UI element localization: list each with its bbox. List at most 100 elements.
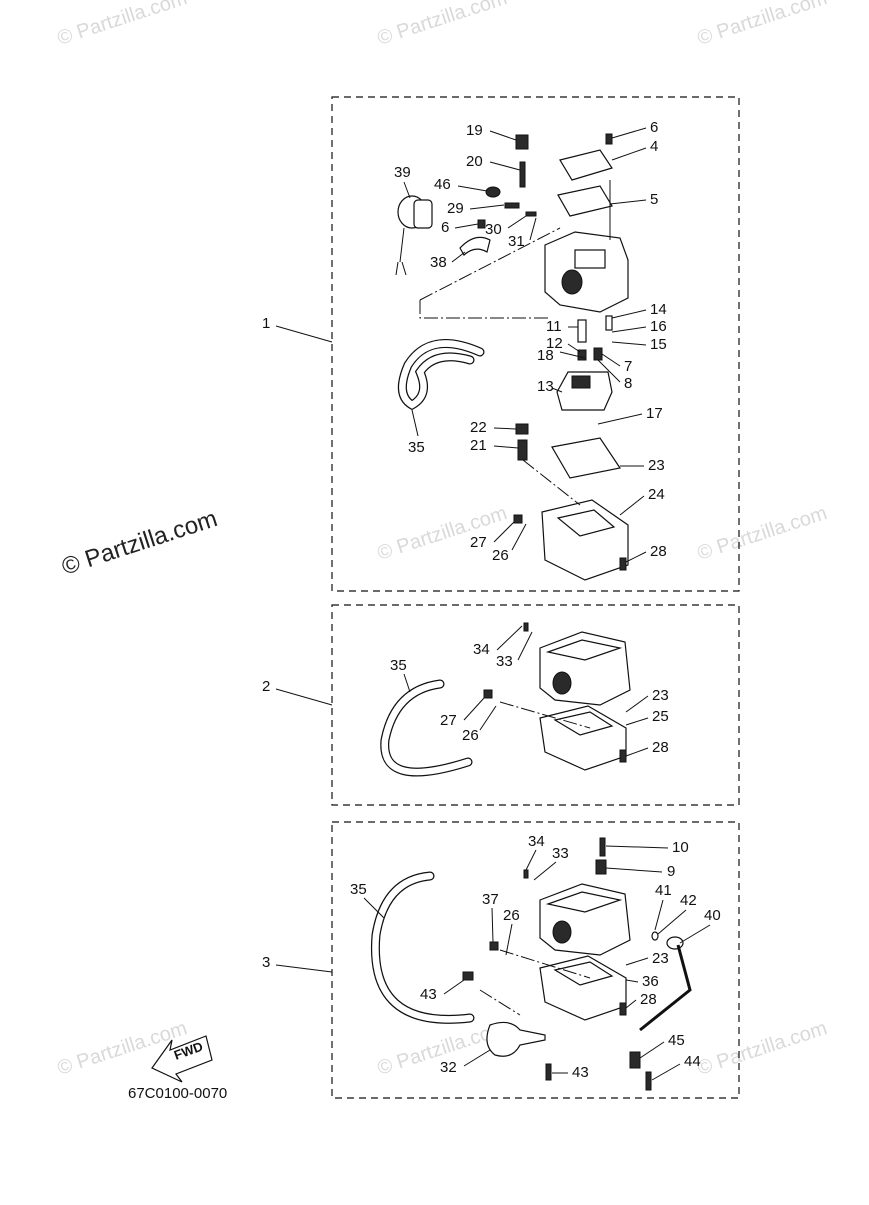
fwd-arrow: FWD bbox=[151, 1035, 213, 1083]
callout-36: 36 bbox=[642, 973, 659, 990]
callout-22: 22 bbox=[470, 419, 487, 436]
callout-35: 35 bbox=[390, 657, 407, 674]
cover-plate bbox=[559, 149, 613, 181]
gasket-23 bbox=[551, 437, 621, 479]
callout-29: 29 bbox=[447, 200, 464, 217]
group-2-label: 2 bbox=[262, 678, 270, 695]
callout-28: 28 bbox=[652, 739, 669, 756]
callout-28: 28 bbox=[650, 543, 667, 560]
screw-6 bbox=[477, 219, 486, 229]
callout-43b: 43 bbox=[572, 1064, 589, 1081]
screw-10 bbox=[599, 837, 606, 857]
callout-25: 25 bbox=[652, 708, 669, 725]
callout-41: 41 bbox=[655, 882, 672, 899]
callout-30: 30 bbox=[485, 221, 502, 238]
screw-27 bbox=[483, 689, 493, 699]
callout-40: 40 bbox=[704, 907, 721, 924]
jet-12 bbox=[577, 349, 587, 361]
callout-27: 27 bbox=[440, 712, 457, 729]
callout-19: 19 bbox=[466, 122, 483, 139]
pin-20 bbox=[519, 161, 526, 188]
callout-6: 6 bbox=[650, 119, 658, 136]
screw-27 bbox=[513, 514, 523, 524]
callout-12: 12 bbox=[546, 335, 563, 352]
watermark-text: © Partzilla.com bbox=[695, 0, 830, 50]
callout-21: 21 bbox=[470, 437, 487, 454]
callout-26: 26 bbox=[462, 727, 479, 744]
group-3-callouts: 34 10 33 9 35 41 37 26 42 40 23 36 43 28… bbox=[350, 833, 721, 1081]
needle-11 bbox=[577, 319, 587, 343]
callout-13: 13 bbox=[537, 378, 554, 395]
group-3-label: 3 bbox=[262, 954, 270, 971]
callout-17: 17 bbox=[646, 405, 663, 422]
plug-19 bbox=[515, 134, 529, 150]
callout-44: 44 bbox=[684, 1053, 701, 1070]
group-1-box bbox=[331, 96, 740, 592]
callout-15: 15 bbox=[650, 336, 667, 353]
screw-37 bbox=[489, 941, 499, 951]
washer-42 bbox=[651, 931, 659, 941]
callout-35: 35 bbox=[408, 439, 425, 456]
watermark-text: © Partzilla.com bbox=[375, 0, 510, 50]
jet-14 bbox=[605, 315, 613, 331]
screw-44 bbox=[645, 1071, 652, 1091]
screw-29 bbox=[504, 202, 520, 209]
callout-8: 8 bbox=[624, 375, 632, 392]
carburetor-body bbox=[544, 231, 629, 313]
screw-28 bbox=[619, 557, 627, 571]
callout-28: 28 bbox=[640, 991, 657, 1008]
group-1-parts bbox=[395, 133, 629, 581]
callout-7: 7 bbox=[624, 358, 632, 375]
callout-37: 37 bbox=[482, 891, 499, 908]
watermark-text: © Partzilla.com bbox=[375, 502, 510, 565]
callout-6b: 6 bbox=[441, 219, 449, 236]
callout-33: 33 bbox=[552, 845, 569, 862]
group-2-parts bbox=[380, 622, 631, 777]
group-2-box bbox=[331, 604, 740, 806]
callout-34: 34 bbox=[528, 833, 545, 850]
screw-28 bbox=[619, 749, 627, 763]
callout-26: 26 bbox=[503, 907, 520, 924]
callout-46: 46 bbox=[434, 176, 451, 193]
watermark-large-text: © Partzilla.com bbox=[59, 505, 221, 581]
callout-24: 24 bbox=[648, 486, 665, 503]
callout-16: 16 bbox=[650, 318, 667, 335]
watermark-text: © Partzilla.com bbox=[695, 1017, 830, 1080]
callout-45: 45 bbox=[668, 1032, 685, 1049]
callout-5: 5 bbox=[650, 191, 658, 208]
diaphragm-plate bbox=[557, 185, 613, 217]
callout-42: 42 bbox=[680, 892, 697, 909]
watermark-text: © Partzilla.com bbox=[695, 502, 830, 565]
callout-23: 23 bbox=[648, 457, 665, 474]
plate-32 bbox=[486, 1021, 546, 1057]
callout-18: 18 bbox=[537, 347, 554, 364]
callout-10: 10 bbox=[672, 839, 689, 856]
spring-21 bbox=[517, 439, 528, 461]
callout-39: 39 bbox=[394, 164, 411, 181]
callout-27: 27 bbox=[470, 534, 487, 551]
watermark-text: © Partzilla.com bbox=[55, 0, 190, 50]
group-2-callouts: 35 34 33 23 27 25 26 28 bbox=[390, 625, 669, 757]
callout-33: 33 bbox=[496, 653, 513, 670]
plug-22 bbox=[515, 423, 529, 435]
group-1-label: 1 bbox=[262, 315, 270, 332]
callout-23: 23 bbox=[652, 687, 669, 704]
callout-20: 20 bbox=[466, 153, 483, 170]
callout-43: 43 bbox=[420, 986, 437, 1003]
spring-30 bbox=[525, 211, 537, 217]
callout-35: 35 bbox=[350, 881, 367, 898]
screw-43b bbox=[545, 1063, 552, 1081]
callout-26: 26 bbox=[492, 547, 509, 564]
screw-43 bbox=[462, 971, 474, 981]
callout-11: 11 bbox=[546, 318, 562, 335]
callout-32: 32 bbox=[440, 1059, 457, 1076]
callout-38: 38 bbox=[430, 254, 447, 271]
group-1-callouts: 19 6 4 20 39 46 5 29 6 30 31 38 14 11 16… bbox=[394, 119, 667, 564]
callout-31: 31 bbox=[508, 233, 525, 250]
clip-38 bbox=[459, 236, 491, 256]
spring-45 bbox=[629, 1051, 641, 1069]
callout-4: 4 bbox=[650, 138, 658, 155]
callout-23: 23 bbox=[652, 950, 669, 967]
